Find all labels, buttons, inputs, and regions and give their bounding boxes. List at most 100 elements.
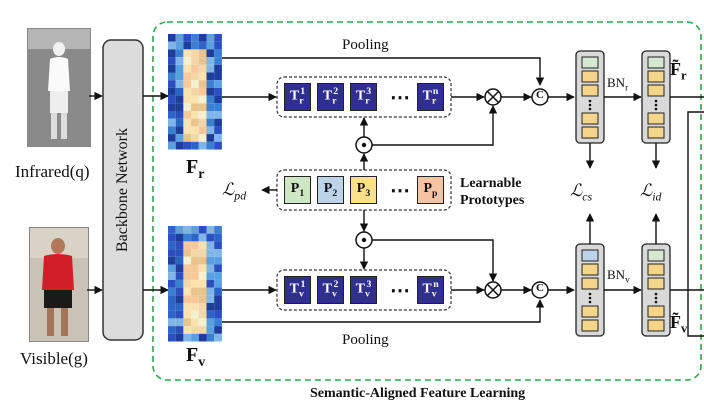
feature-cell	[198, 318, 207, 327]
feature-cell	[175, 303, 184, 311]
protos-item: P2	[317, 176, 344, 204]
feature-cell	[214, 256, 222, 265]
vector-cell	[647, 56, 665, 69]
feature-cell	[168, 49, 176, 58]
feature-cell	[191, 34, 199, 42]
feature-cell	[175, 272, 184, 280]
feature-cell	[168, 256, 176, 265]
feature-cell	[191, 249, 199, 257]
odot-bottom	[355, 231, 373, 249]
feature-cell	[175, 41, 184, 50]
feature-cell	[168, 103, 176, 111]
feature-cell	[183, 126, 192, 135]
feature-cell	[168, 233, 176, 242]
feature-cell	[198, 49, 207, 58]
feature-cell	[175, 256, 184, 265]
feature-cell	[183, 249, 192, 257]
feature-cell	[198, 111, 207, 119]
vector-cell	[581, 319, 599, 332]
vector-cell	[581, 277, 599, 290]
feature-cell	[175, 72, 184, 81]
feature-cell	[168, 333, 176, 342]
feature-map-vis-label: Fv	[186, 344, 206, 370]
tokens-ir-ellipsis: ⋯	[390, 87, 410, 109]
feature-cell	[198, 64, 207, 73]
feature-cell	[183, 333, 192, 342]
feature-cell	[183, 80, 192, 88]
feature-cell	[214, 295, 222, 303]
feature-cell	[191, 287, 199, 296]
feature-cell	[175, 118, 184, 127]
otimes-bottom	[484, 281, 502, 299]
feature-cell	[214, 72, 222, 81]
feature-cell	[206, 233, 215, 242]
feature-map-ir-label: Fr	[186, 156, 205, 182]
vector-cell	[647, 70, 665, 83]
tokens-ir-item: Tr2	[317, 83, 344, 111]
feature-cell	[175, 87, 184, 96]
feature-cell	[183, 72, 192, 81]
feature-cell	[183, 326, 192, 334]
visible-image	[29, 227, 89, 342]
feature-cell	[175, 134, 184, 142]
feature-cell	[198, 87, 207, 96]
feature-cell	[214, 57, 222, 65]
concat-symbol-top: C	[536, 89, 544, 101]
vector-cell	[647, 249, 665, 262]
feature-cell	[214, 241, 222, 250]
feature-cell	[214, 118, 222, 127]
token-box-vis	[276, 269, 452, 311]
feature-cell	[206, 264, 215, 273]
vector-cell	[647, 263, 665, 276]
feature-cell	[214, 49, 222, 58]
feature-cell	[198, 103, 207, 111]
feature-cell	[206, 118, 215, 127]
feature-cell	[206, 49, 215, 58]
pooling-label-bottom: Pooling	[342, 333, 389, 348]
feature-cell	[206, 126, 215, 135]
feature-cell	[183, 295, 192, 303]
feature-cell	[191, 95, 199, 104]
feature-cell	[214, 141, 222, 150]
feature-cell	[198, 272, 207, 280]
feature-cell	[214, 333, 222, 342]
feature-cell	[191, 41, 199, 50]
loss-id: ℒid	[640, 181, 662, 204]
feature-cell	[214, 264, 222, 273]
feature-cell	[214, 318, 222, 327]
feature-cell	[198, 118, 207, 127]
feature-cell	[191, 233, 199, 242]
feature-cell	[206, 272, 215, 280]
feature-cell	[183, 310, 192, 319]
feature-cell	[175, 141, 184, 150]
feature-cell	[168, 41, 176, 50]
feature-cell	[198, 256, 207, 265]
feature-cell	[183, 287, 192, 296]
vector-cell	[581, 70, 599, 83]
feature-cell	[175, 310, 184, 319]
infrared-label: Infrared(q)	[15, 163, 90, 180]
feature-cell	[214, 87, 222, 96]
feature-cell	[198, 126, 207, 135]
infrared-label-text: Infrared(q)	[15, 162, 90, 181]
bn-label-v: BNv	[607, 267, 630, 285]
feature-cell	[191, 279, 199, 288]
feature-cell	[168, 272, 176, 280]
feature-cell	[198, 249, 207, 257]
feature-cell	[183, 134, 192, 142]
feature-cell	[206, 279, 215, 288]
feature-cell	[168, 134, 176, 142]
feature-cell	[206, 134, 215, 142]
tokens-ir-item: Tr3	[350, 83, 377, 111]
feature-cell	[183, 226, 192, 234]
feature-cell	[198, 295, 207, 303]
feature-cell	[206, 57, 215, 65]
feature-cell	[214, 226, 222, 234]
feature-cell	[183, 241, 192, 250]
feature-cell	[191, 118, 199, 127]
bn-label-r: BNr	[607, 75, 629, 93]
feature-cell	[175, 80, 184, 88]
feature-map-ir	[168, 34, 222, 150]
protos-ellipsis: ⋯	[390, 180, 410, 202]
feature-cell	[168, 249, 176, 257]
